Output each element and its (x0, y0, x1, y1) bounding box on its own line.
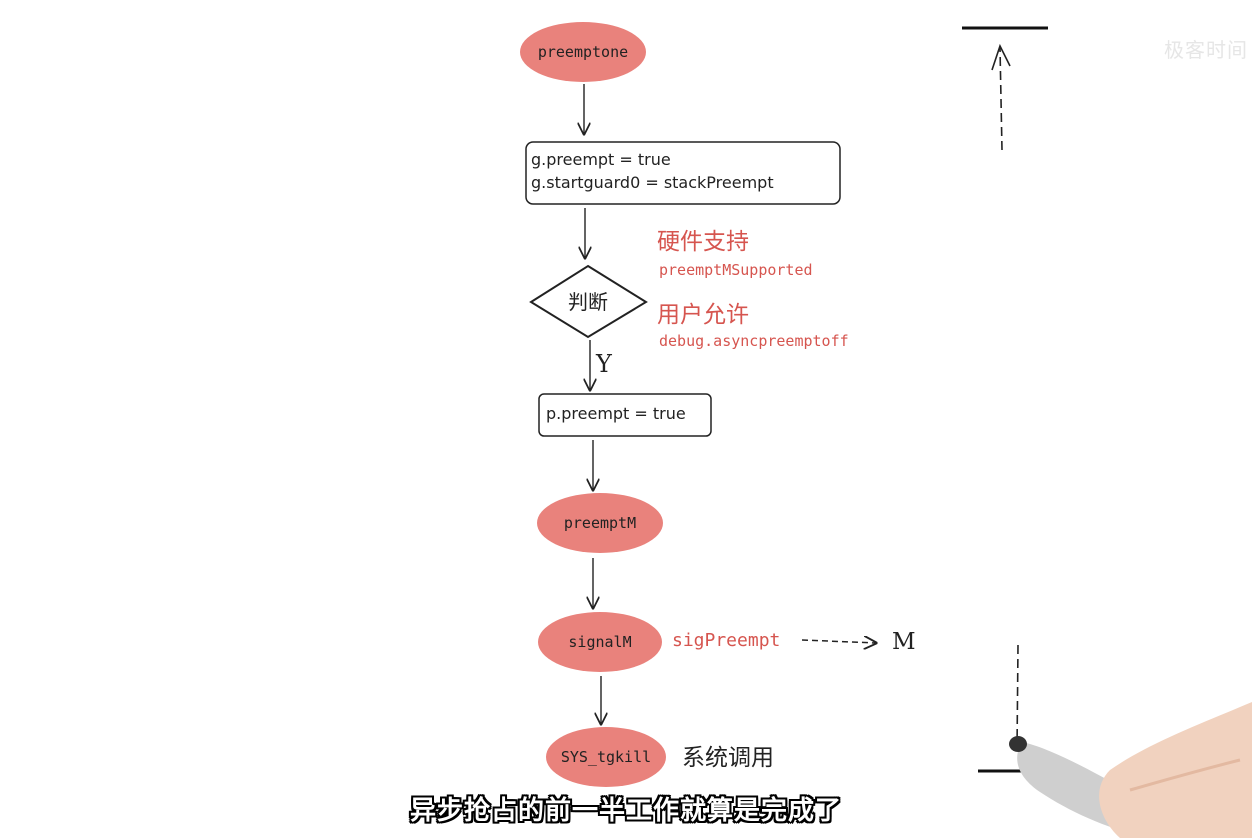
set-preempt-line2: g.startguard0 = stackPreempt (531, 173, 774, 192)
node-p-preempt: p.preempt = true (538, 393, 712, 437)
node-sys-tgkill: SYS_tgkill (546, 727, 666, 787)
yes-branch-label: Y (595, 350, 613, 378)
node-signalM: signalM (538, 612, 662, 672)
timeline-top (962, 26, 1048, 151)
decision-label: 判断 (568, 290, 608, 314)
presenter-hand-image (1009, 702, 1252, 838)
set-preempt-line1: g.preempt = true (531, 150, 671, 169)
annotation-user-var: debug.asyncpreemptoff (659, 332, 849, 350)
video-subtitle: 异步抢占的前一半工作就算是完成了 (409, 796, 842, 826)
node-signalM-label: signalM (568, 633, 631, 651)
node-decision: 判断 (529, 264, 648, 339)
node-preemptone-label: preemptone (538, 43, 628, 61)
annotation-hardware-support: 硬件支持 (657, 229, 749, 255)
annotation-signal-target: M (892, 629, 916, 655)
node-preemptone: preemptone (520, 22, 646, 82)
signal-dashed-arrow (801, 640, 876, 643)
node-preemptM: preemptM (537, 493, 663, 553)
node-set-preempt: g.preempt = true g.startguard0 = stackPr… (525, 141, 841, 205)
watermark-logo: 极客时间 (1164, 38, 1248, 62)
p-preempt-label: p.preempt = true (546, 404, 686, 423)
annotation-signal-name: sigPreempt (672, 630, 780, 651)
annotation-syscall-note: 系统调用 (682, 745, 774, 771)
annotation-user-allow: 用户允许 (657, 302, 749, 328)
node-preemptM-label: preemptM (564, 514, 636, 532)
annotation-hardware-var: preemptMSupported (659, 261, 813, 279)
node-sys-tgkill-label: SYS_tgkill (561, 748, 651, 766)
